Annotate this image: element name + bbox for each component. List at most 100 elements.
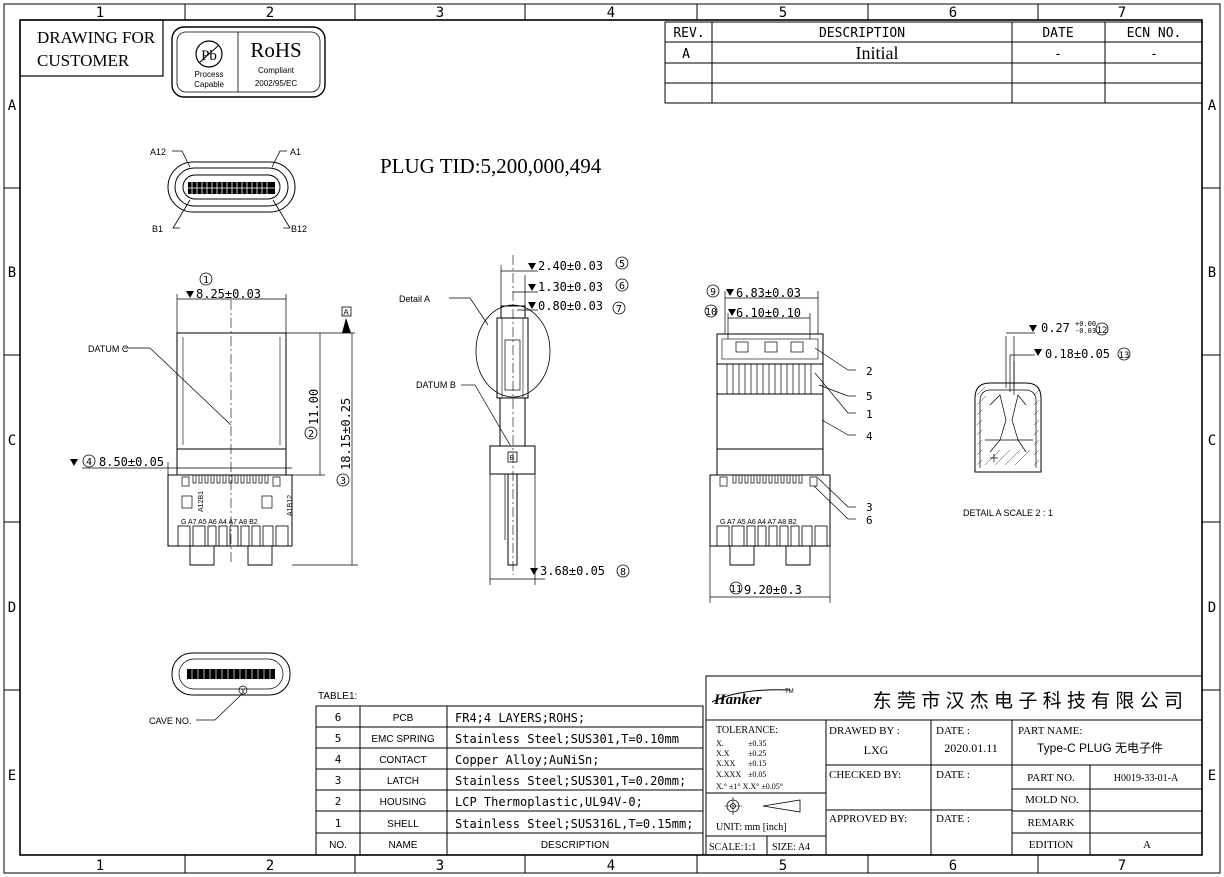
col-label-top: 2 — [266, 5, 274, 21]
balloon-8: 8 — [620, 567, 626, 578]
drawn-by-value: LXG — [864, 743, 889, 757]
ecn-header: ECN NO. — [1127, 26, 1182, 41]
customer-box-line1: DRAWING FOR — [37, 28, 156, 47]
rohs-line2: 2002/95/EC — [255, 79, 297, 88]
drawn-date-label: DATE : — [936, 725, 970, 737]
dim-2-40: 2.40±0.03 — [538, 259, 603, 273]
company-name: 东 莞 市 汉 杰 电 子 科 技 有 限 公 司 — [873, 690, 1183, 712]
col-label-bottom: 7 — [1118, 858, 1126, 874]
drawn-date-value: 2020.01.11 — [944, 741, 998, 755]
detail-a-caption: DETAIL A SCALE 2 : 1 — [963, 508, 1053, 518]
angle-tolerance: X.° ±1° X.X° ±0.05° — [716, 782, 783, 791]
side-view — [449, 255, 551, 585]
tol-x-val: ±0.35 — [748, 739, 766, 748]
tolerance-section: TOLERANCE: X. ±0.35 X.X ±0.25 X.XX ±0.15… — [709, 725, 810, 853]
tolerance-title: TOLERANCE: — [716, 725, 778, 736]
bom-row-description: Stainless Steel;SUS316L,T=0.15mm; — [455, 817, 693, 831]
part-name-label: PART NAME: — [1018, 725, 1082, 737]
title-block — [705, 675, 1203, 856]
dim-0-27-tol-lower: -0.03 — [1075, 327, 1096, 335]
callout-4: 4 — [866, 430, 873, 443]
dim-width-8-25: 8.25±0.03 — [196, 287, 261, 301]
date-header: DATE — [1042, 26, 1073, 41]
section-pad-labels: G A7 A5 A6 A4 A7 A8 B2 — [720, 519, 797, 526]
part-name-value: Type-C PLUG 无电子件 — [1037, 741, 1163, 755]
pb-free-badge: Pb Process Capable RoHS Compliant 2002/9… — [171, 26, 326, 98]
dim-0-80: 0.80±0.03 — [538, 299, 603, 313]
datum-b-label: DATUM B — [416, 380, 456, 390]
row-label-left: C — [8, 433, 16, 449]
balloon-2: 2 — [308, 429, 314, 440]
mold-no-label: MOLD NO. — [1025, 794, 1079, 806]
drawn-by-label: DRAWED BY : — [829, 725, 900, 737]
col-label-bottom: 2 — [266, 858, 274, 874]
dim-height-11: 11.00 — [307, 389, 321, 425]
pin-label-a12: A12 — [150, 147, 166, 157]
part-info-section: PART NAME: Type-C PLUG 无电子件 PART NO. H00… — [1018, 725, 1179, 851]
col-label-top: 4 — [607, 5, 615, 21]
bom-row-no: 4 — [335, 753, 342, 766]
pcb-label-right: A1B12 — [287, 495, 294, 516]
size-label: SIZE: A4 — [772, 842, 810, 853]
dim-9-20: 9.20±0.3 — [744, 583, 802, 597]
remark-label: REMARK — [1027, 817, 1074, 829]
bom-row-no: 2 — [335, 795, 342, 808]
cave-no-label: CAVE NO. — [149, 716, 191, 726]
callout-1: 1 — [866, 408, 873, 421]
datum-b-box: B — [510, 455, 515, 462]
signoff-section: DRAWED BY : LXG DATE : 2020.01.11 CHECKE… — [829, 725, 998, 825]
tol-xxx-key: X.XX — [716, 759, 736, 768]
cave-view — [171, 652, 291, 721]
logo-text: Hanker — [713, 692, 762, 708]
bom-row-no: 3 — [335, 774, 342, 787]
detail-a-view — [974, 332, 1042, 473]
balloon-4: 4 — [86, 457, 92, 468]
dim-3-68: 3.68±0.05 — [540, 564, 605, 578]
balloon-7: 7 — [616, 304, 622, 315]
balloon-3: 3 — [340, 476, 346, 487]
balloon-10: 10 — [705, 307, 717, 318]
rev-value: A — [682, 47, 690, 62]
pin-label-a1: A1 — [290, 147, 301, 157]
approved-date-label: DATE : — [936, 813, 970, 825]
front-view-dimensions: 1 8.25±0.03 4 8.50±0.05 2 11.00 3 18.15±… — [70, 272, 353, 526]
plug-tid: PLUG TID:5,200,000,494 — [380, 154, 602, 178]
bom-row-no: 5 — [335, 732, 342, 745]
col-label-bottom: 3 — [436, 858, 444, 874]
bom-header-description: DESCRIPTION — [541, 840, 609, 851]
part-no-label: PART NO. — [1027, 772, 1075, 784]
row-label-right: A — [1208, 98, 1217, 114]
col-label-top: 5 — [779, 5, 787, 21]
pin-label-b1: B1 — [152, 224, 163, 234]
tol-xx-val: ±0.25 — [748, 749, 766, 758]
col-label-bottom: 6 — [949, 858, 957, 874]
customer-box-line2: CUSTOMER — [37, 51, 130, 70]
dim-0-27: 0.27 — [1041, 321, 1070, 335]
part-no-value: H0019-33-01-A — [1114, 773, 1179, 784]
edition-value: A — [1143, 839, 1151, 851]
edition-label: EDITION — [1029, 839, 1074, 851]
bom-row-name: SHELL — [387, 819, 419, 830]
pb-line1: Process — [195, 70, 224, 79]
frame-labels: 1 2 3 4 5 6 7 1 2 3 4 5 6 7 A B C D E A … — [8, 5, 1217, 874]
cave-mark: V — [241, 688, 245, 695]
pin-label-b12: B12 — [291, 224, 307, 234]
row-label-right: E — [1208, 768, 1216, 784]
scale-label: SCALE:1:1 — [709, 842, 756, 853]
bom-row-description: LCP Thermoplastic,UL94V-0; — [455, 795, 643, 809]
row-label-right: D — [1208, 600, 1216, 616]
unit-label: UNIT: mm [inch] — [716, 822, 787, 833]
detail-a-label: Detail A — [399, 294, 430, 304]
pcb-pad-labels: G A7 A5 A6 A4 A7 A8 B2 — [181, 519, 258, 526]
balloon-9: 9 — [710, 287, 716, 298]
side-view-dimensions: 2.40±0.03 5 1.30±0.03 6 0.80±0.03 7 3.68… — [399, 256, 630, 578]
bom-row-description: FR4;4 LAYERS;ROHS; — [455, 711, 585, 725]
rohs-title: RoHS — [250, 38, 301, 62]
bom-title: TABLE1: — [318, 691, 357, 702]
col-label-top: 7 — [1118, 5, 1126, 21]
bom-header-no: NO. — [329, 840, 347, 851]
callout-3: 3 — [866, 501, 873, 514]
row-label-right: B — [1208, 265, 1216, 281]
tol-xxxx-val: ±0.05 — [748, 770, 766, 779]
